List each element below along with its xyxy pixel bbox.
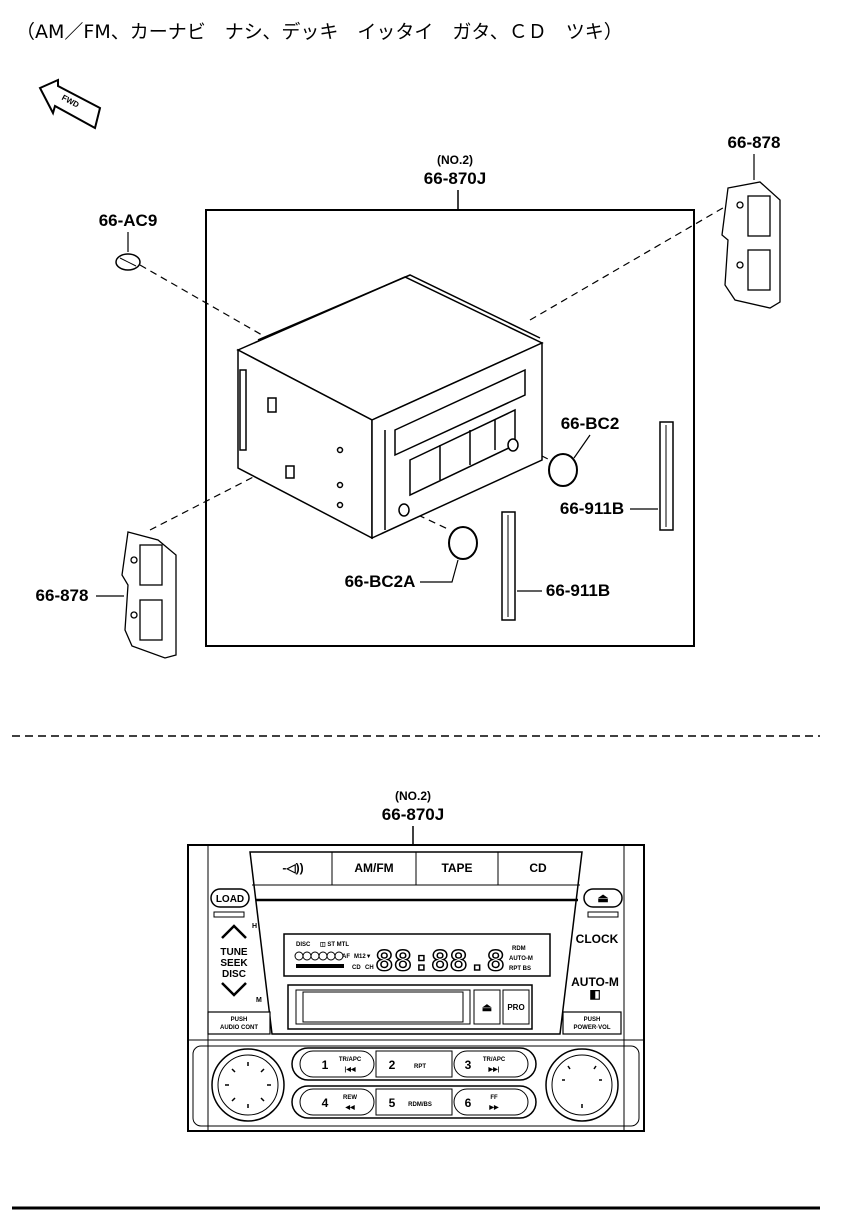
strip-left-part (501, 511, 516, 621)
label-bulb: 66-AC9 (99, 211, 158, 230)
ind-disc: DISC (296, 942, 311, 948)
push-audio-label-1: PUSH (231, 1017, 248, 1023)
chevron-down-icon (221, 982, 247, 997)
tuning-knob-right (545, 1048, 619, 1122)
push-power-label-2: POWER·VOL (574, 1025, 611, 1031)
disc-circles-icon (294, 951, 344, 961)
seek-label: SEEK (220, 958, 248, 969)
ind-m12: M12▼ (354, 954, 372, 960)
preset-6-bottom: ▶▶ (488, 1104, 499, 1111)
preset-3-bottom: ▶▶| (488, 1066, 500, 1073)
page-title: （AM／FM、カーナビ ナシ、デッキ イッタイ ガタ、ＣＤ ツキ） (16, 21, 623, 43)
tune-label: TUNE (220, 947, 248, 958)
m-mark: M (256, 997, 262, 1004)
preset-1-bottom: |◀◀ (345, 1066, 356, 1073)
h-mark: H (252, 923, 257, 930)
front-panel-view: (NO.2) 66-870J -◁)) AM/FM TAPE CD LOAD ⏏… (187, 789, 645, 1132)
preset-2-number: 2 (389, 1058, 396, 1072)
bracket-left-part (121, 531, 177, 659)
level-bar (296, 964, 344, 968)
tape-eject-icon: ⏏ (482, 1002, 493, 1014)
bracket-right-part (721, 181, 781, 309)
strip-right-part (659, 421, 674, 531)
label-strip-right: 66-911B (560, 499, 624, 518)
label-knob-left: 66-BC2A (345, 572, 416, 591)
preset-4-bottom: ◀◀ (344, 1104, 355, 1111)
load-button (210, 888, 250, 908)
ind-cd: CD (352, 965, 361, 971)
preset-4-top: REW (343, 1095, 357, 1101)
preset-1-top: TR/APC (339, 1057, 362, 1063)
ind-auto-m: AUTO-M (509, 956, 533, 962)
eject-button (583, 888, 623, 908)
auto-m-icon: ◧ (589, 987, 600, 1001)
display-digits: 88:88.8 (375, 944, 505, 977)
assembly-variant-top: (NO.2) (437, 153, 473, 167)
tab-tape: TAPE (441, 861, 472, 875)
exploded-view: (NO.2) 66-870J 66-AC9 (36, 133, 781, 659)
tab-mute: -◁)) (282, 861, 303, 875)
label-strip-left: 66-911B (546, 581, 610, 600)
knob-left-part (448, 526, 478, 560)
ind-rpt-bs: RPT BS (509, 966, 531, 972)
volume-knob-left (211, 1048, 285, 1122)
auto-m-label: AUTO-M (571, 975, 619, 989)
label-knob-right: 66-BC2 (561, 414, 620, 433)
preset-5-number: 5 (389, 1096, 396, 1110)
ind-st-mtl: ◫ ST MTL (320, 942, 349, 948)
preset-2-top: RPT (414, 1064, 426, 1070)
push-power-label-1: PUSH (584, 1017, 601, 1023)
preset-6-number: 6 (465, 1096, 472, 1110)
tape-eject-button (473, 989, 501, 1025)
pro-button (502, 989, 530, 1025)
assembly-part-top: 66-870J (424, 169, 486, 188)
assembly-frame (205, 209, 695, 647)
knob-right-part (548, 453, 578, 487)
disc-label: DISC (222, 969, 246, 980)
preset-3-top: TR/APC (483, 1057, 506, 1063)
eject-icon: ⏏ (597, 891, 609, 905)
ind-af: AF (342, 954, 350, 960)
preset-5-top: RDM/BS (408, 1102, 432, 1108)
push-audio-label-2: AUDIO CONT (220, 1025, 258, 1031)
push-audio-cont-button (207, 1011, 271, 1035)
chevron-up-icon (221, 924, 247, 939)
ind-ch: CH (365, 965, 374, 971)
preset-4-number: 4 (322, 1096, 329, 1110)
preset-1-number: 1 (322, 1058, 329, 1072)
clock-label: CLOCK (576, 932, 619, 946)
preset-3-number: 3 (465, 1058, 472, 1072)
assembly-variant-bottom: (NO.2) (395, 789, 431, 803)
preset-6-top: FF (490, 1095, 498, 1101)
pro-label: PRO (507, 1003, 524, 1012)
label-bracket-right: 66-878 (728, 133, 781, 152)
tab-am-fm: AM/FM (354, 861, 393, 875)
radio-unit-body (236, 274, 544, 540)
load-label: LOAD (216, 894, 244, 905)
label-bracket-left: 66-878 (36, 586, 89, 605)
assembly-part-bottom: 66-870J (382, 805, 444, 824)
ind-rdm: RDM (512, 946, 526, 952)
fwd-arrow-icon: FWD (38, 78, 102, 130)
push-power-vol-button (562, 1011, 622, 1035)
tab-cd: CD (529, 861, 547, 875)
bulb-part (115, 253, 141, 271)
